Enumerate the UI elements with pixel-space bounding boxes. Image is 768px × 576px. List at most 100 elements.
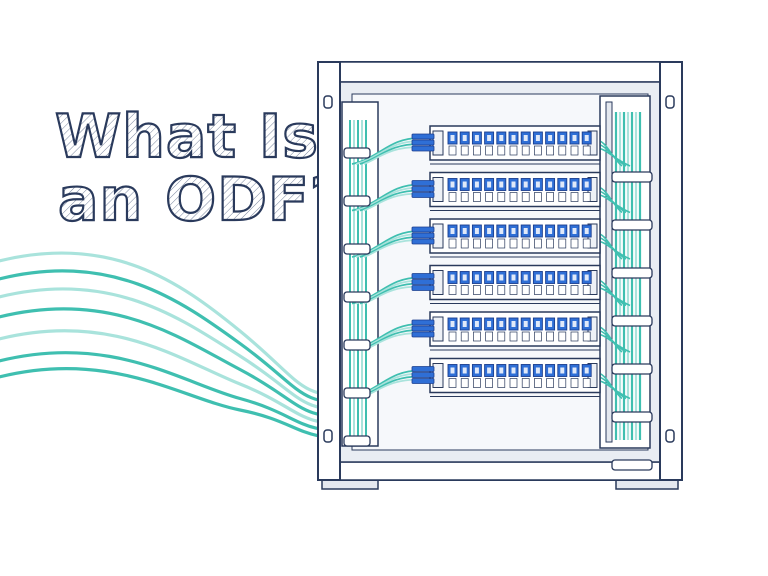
port-label-area <box>448 238 457 249</box>
port-label-area <box>485 145 493 156</box>
port-slot <box>499 228 504 234</box>
port-label-area <box>558 145 567 156</box>
port-label-area <box>460 192 469 202</box>
fiber-connector-plug <box>411 273 435 279</box>
cable-clips <box>343 147 653 471</box>
right-cable-clip <box>611 267 653 279</box>
port-slot <box>499 321 504 327</box>
port-slot <box>572 367 577 374</box>
port-slot <box>535 321 540 327</box>
port-label-area <box>509 238 518 249</box>
panel-fiber-run <box>351 137 421 165</box>
incoming-fiber-bundle <box>0 251 354 439</box>
port-slot <box>535 274 540 281</box>
port-slot <box>450 367 455 374</box>
port-label-area <box>570 331 579 342</box>
port-slot <box>450 274 455 281</box>
panel-ear-left <box>432 130 444 156</box>
left-cable-clip <box>343 435 371 447</box>
port-slot <box>511 321 516 327</box>
port-label-area <box>460 285 469 295</box>
port-slot <box>535 367 540 374</box>
port-label-area <box>497 378 506 388</box>
port-slot <box>560 181 565 188</box>
port-label-area <box>485 238 493 249</box>
port-slot <box>572 228 577 234</box>
panel-ear-left <box>432 223 444 249</box>
fiber-connector-plug <box>411 180 435 186</box>
port-slot <box>572 321 577 327</box>
port-label-area <box>448 331 457 342</box>
port-slot <box>450 181 455 188</box>
port-label-area <box>521 192 530 202</box>
fiber-connector-plug <box>411 139 435 146</box>
fiber-connector-plug <box>411 279 435 285</box>
port-label-area <box>473 192 481 202</box>
port-label-area <box>534 378 542 388</box>
port-slot <box>462 135 467 141</box>
incoming-fiber <box>0 351 354 432</box>
port-slot <box>523 321 528 327</box>
fiber-connector-plug <box>411 133 435 140</box>
left-cable-clip <box>343 387 371 399</box>
port-slot <box>511 367 516 374</box>
port-label-area <box>448 285 457 295</box>
port-slot <box>487 228 492 234</box>
incoming-fiber <box>0 366 354 439</box>
port-label-area <box>485 378 493 388</box>
port-slot <box>572 135 577 141</box>
port-label-area <box>509 285 518 295</box>
port-slot <box>572 181 577 188</box>
port-label-area <box>497 192 506 202</box>
port-label-area <box>497 238 506 249</box>
port-label-area <box>582 145 591 156</box>
port-label-area <box>485 331 493 342</box>
port-label-area <box>521 331 530 342</box>
port-slot <box>474 135 479 141</box>
port-label-area <box>460 145 469 156</box>
port-slot <box>535 135 540 141</box>
port-label-area <box>546 378 554 388</box>
port-label-area <box>570 145 579 156</box>
port-slot <box>548 367 553 374</box>
port-slot <box>511 274 516 281</box>
right-cable-clip <box>611 219 653 231</box>
port-label-area <box>534 145 542 156</box>
port-slot <box>560 367 565 374</box>
post-hole <box>665 429 675 443</box>
fiber-connector-plug <box>411 145 435 152</box>
port-label-area <box>485 285 493 295</box>
left-cable-clip <box>343 147 371 159</box>
post-hole <box>323 95 333 109</box>
port-slot <box>548 321 553 327</box>
port-label-area <box>509 192 518 202</box>
port-slot <box>474 181 479 188</box>
port-label-area <box>534 238 542 249</box>
fiber-connector-plug <box>411 238 435 245</box>
right-cable-clip <box>611 315 653 327</box>
port-slot <box>462 367 467 374</box>
port-slot <box>584 321 589 327</box>
incoming-fiber <box>0 287 354 411</box>
port-slot <box>523 274 528 281</box>
panel-ear-left <box>432 363 444 388</box>
port-label-area <box>485 192 493 202</box>
port-label-area <box>521 378 530 388</box>
port-slot <box>450 321 455 327</box>
port-label-area <box>521 145 530 156</box>
rack-top-rail <box>339 61 661 83</box>
port-slot <box>548 274 553 281</box>
port-slot <box>584 228 589 234</box>
port-label-area <box>509 145 518 156</box>
right-cable-clip <box>611 363 653 375</box>
port-label-area <box>448 145 457 156</box>
port-label-area <box>546 145 554 156</box>
port-slot <box>462 321 467 327</box>
port-slot <box>511 135 516 141</box>
fiber-connector-plug <box>411 192 435 198</box>
incoming-fiber <box>0 269 354 404</box>
port-slot <box>450 135 455 141</box>
headline-line-2: an ODF? <box>58 165 346 235</box>
port-slot <box>487 274 492 281</box>
